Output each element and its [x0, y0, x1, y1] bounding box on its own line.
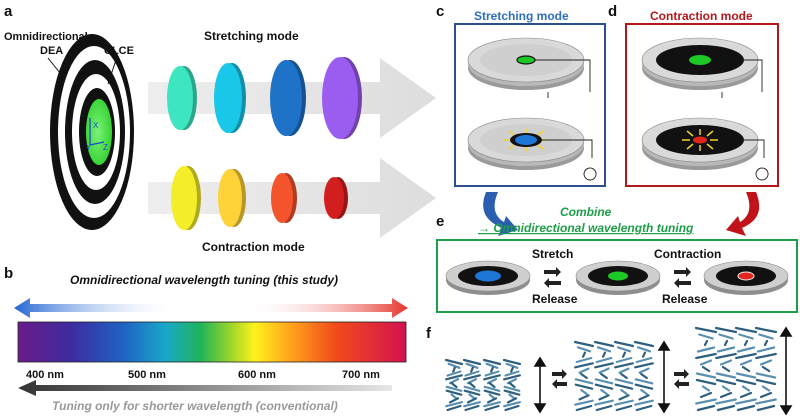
conventional-label: Tuning only for shorter wavelength (conv… — [52, 399, 338, 413]
panel-a-letter: a — [4, 3, 13, 20]
helix-short-1 — [444, 358, 464, 412]
contract-device-off — [641, 37, 763, 98]
device-red — [703, 260, 789, 295]
helix-long-3 — [734, 326, 758, 412]
stretch-film-3 — [270, 60, 306, 136]
conventional-arrow — [18, 380, 392, 396]
stretch-film-4 — [322, 57, 362, 139]
stretch-film-1 — [167, 66, 197, 130]
contract-device-on — [641, 117, 769, 181]
pitch-arrow-short — [533, 356, 547, 414]
red-shift-arrow — [244, 298, 408, 318]
svg-text:Z: Z — [103, 143, 108, 152]
stretch-device-off — [467, 37, 591, 98]
svg-text:Y: Y — [86, 143, 92, 152]
panel-f-letter: f — [426, 325, 432, 342]
combine-label: Combine — [560, 205, 612, 219]
helix-short-3 — [482, 358, 502, 412]
stretching-mode-label: Stretching mode — [204, 29, 299, 43]
helix-long-1 — [694, 326, 718, 412]
helix-short-4 — [502, 358, 522, 412]
helix-medium-3 — [613, 340, 635, 412]
omnidirectional-dea-illustration: X Y Z — [50, 34, 134, 230]
pitch-arrow-medium — [657, 340, 671, 414]
device-green — [575, 260, 661, 295]
stretching-mode-color-films — [167, 57, 362, 139]
panel-e-letter: e — [436, 213, 444, 230]
exchange-arrows-right — [674, 267, 691, 288]
tick-700nm: 700 nm — [342, 369, 380, 381]
exchange-arrows-left — [544, 267, 561, 288]
stretch-film-2 — [214, 63, 246, 133]
pitch-arrow-long — [779, 326, 793, 416]
tick-500nm: 500 nm — [128, 369, 166, 381]
helix-medium-2 — [593, 340, 615, 412]
device-blue — [445, 260, 531, 295]
helix-long-2 — [714, 326, 738, 412]
contract-film-3 — [271, 173, 297, 223]
contract-film-1 — [171, 166, 201, 230]
tick-600nm: 600 nm — [238, 369, 276, 381]
helix-medium-4 — [633, 340, 655, 412]
contraction-mode-label: Contraction mode — [202, 240, 305, 254]
f-exchange-arrows-right — [674, 369, 689, 389]
stretch-device-on — [467, 117, 597, 181]
helical-liquid-crystal-structures — [444, 326, 778, 412]
contraction-mode-title: Contraction mode — [650, 9, 753, 23]
helix-short-2 — [462, 358, 482, 412]
panel-c-letter: c — [436, 3, 444, 20]
helix-long-4 — [754, 326, 778, 412]
blue-shift-arrow — [14, 298, 182, 318]
release-label-left: Release — [532, 292, 578, 306]
contract-film-4 — [324, 177, 348, 219]
release-label-right: Release — [662, 292, 708, 306]
blue-curved-arrow — [483, 192, 518, 236]
this-study-title: Omnidirectional wavelength tuning (this … — [70, 273, 338, 287]
omnidirectional-subtitle: → Omnidirectional wavelength tuning — [478, 221, 694, 235]
visible-spectrum-bar — [17, 321, 407, 363]
red-curved-arrow — [726, 192, 760, 236]
svg-text:X: X — [93, 121, 99, 130]
clce-label: CLCE — [104, 45, 134, 57]
tick-400nm: 400 nm — [26, 369, 64, 381]
contract-film-2 — [218, 169, 246, 227]
f-exchange-arrows-left — [552, 369, 567, 389]
clce-film — [86, 99, 112, 165]
contraction-label: Contraction — [654, 247, 721, 261]
panel-b-letter: b — [4, 265, 13, 282]
contraction-mode-color-films — [171, 166, 348, 230]
dea-label-line1: Omnidirectional — [4, 31, 88, 43]
panel-d-letter: d — [608, 3, 617, 20]
dea-label-line2: DEA — [40, 45, 63, 57]
stretching-mode-title: Stretching mode — [474, 9, 569, 23]
helix-medium-1 — [573, 340, 595, 412]
stretch-label: Stretch — [532, 247, 573, 261]
